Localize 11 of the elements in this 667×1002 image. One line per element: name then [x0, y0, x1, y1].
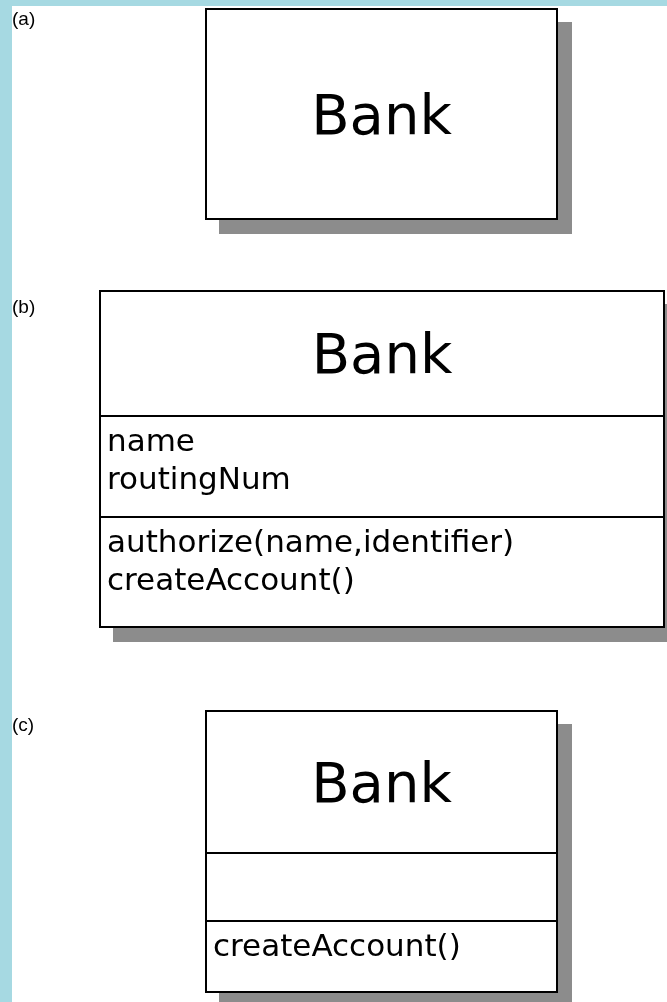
panel-label: (c)	[12, 714, 35, 736]
panel-label: (a)	[12, 8, 36, 30]
panel-label: (b)	[12, 296, 36, 318]
method-text: authorize(name,identifier)	[106, 522, 516, 560]
class-name: Bank	[310, 749, 453, 815]
class-name: Bank	[310, 321, 454, 386]
class-name: Bank	[310, 81, 453, 147]
method-text: createAccount()	[106, 560, 356, 598]
attribute-text: name	[106, 421, 196, 459]
attribute-text: routingNum	[106, 459, 292, 497]
method-text: createAccount()	[212, 926, 462, 964]
